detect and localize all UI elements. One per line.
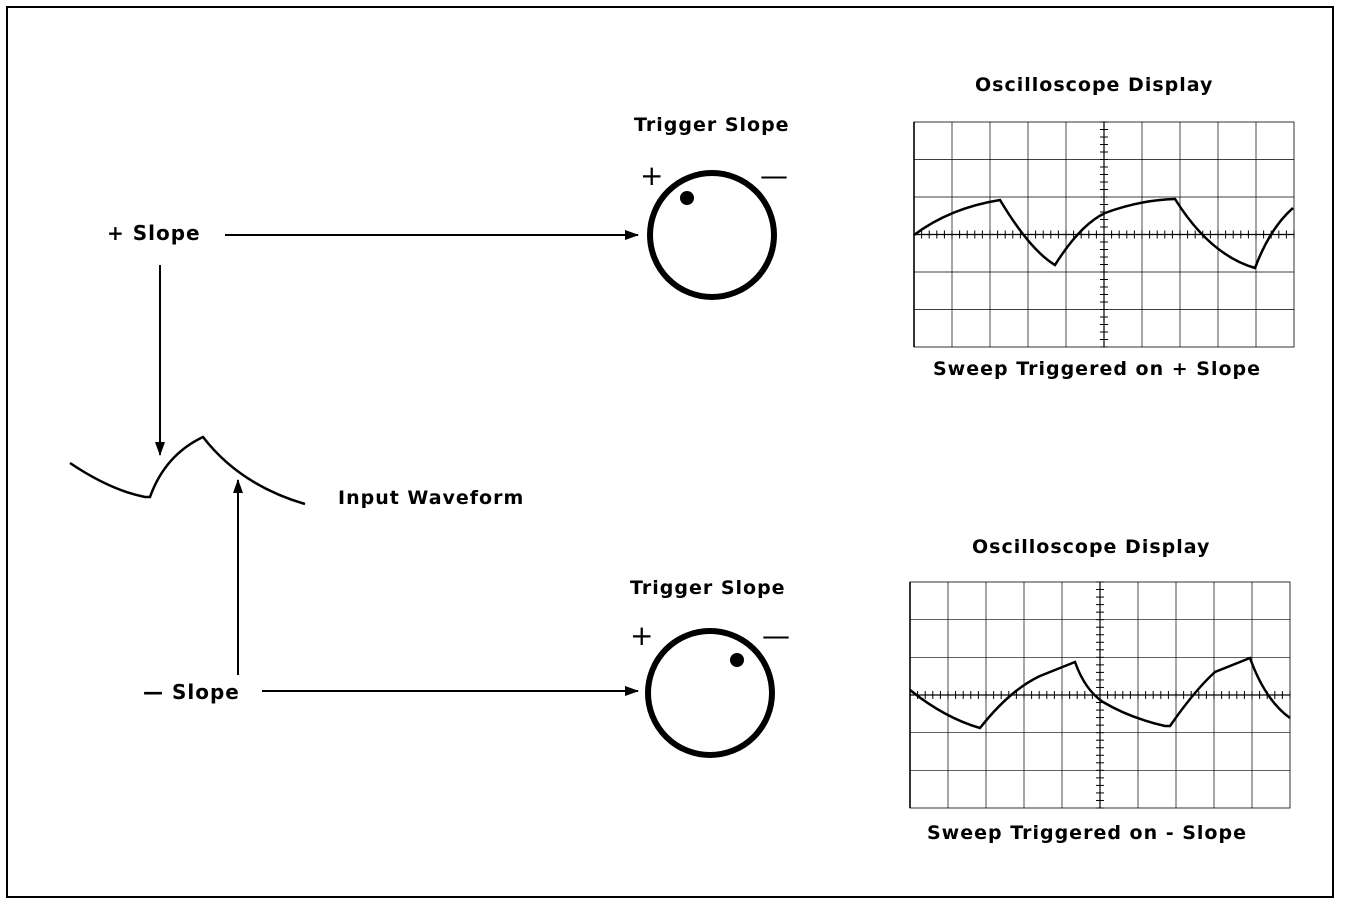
plus-slope-label: + Slope [107,221,201,245]
knob-bottom-minus-sign: — [762,619,790,652]
scope-title-bottom: Oscilloscope Display [972,536,1211,558]
scope-trace-minus-slope [909,656,1291,730]
trigger-slope-title-bottom: Trigger Slope [630,577,786,599]
scope-caption-top: Sweep Triggered on + Slope [933,358,1262,380]
scope-caption-bottom: Sweep Triggered on - Slope [927,822,1247,844]
trigger-slope-title-top: Trigger Slope [634,114,790,136]
input-waveform-label: Input Waveform [338,487,525,509]
knob-bottom [645,628,775,758]
diagram-frame [6,6,1334,898]
input-waveform [69,435,306,506]
scope-trace-plus-slope [913,197,1294,270]
knob-top-plus-sign: + [640,159,664,192]
scope-grid-top [913,121,1295,348]
knob-top [647,170,777,300]
knob-bottom-plus-sign: + [630,619,654,652]
scope-title-top: Oscilloscope Display [975,74,1214,96]
scope-grid-bottom [909,581,1291,809]
minus-slope-label: — Slope [143,680,240,704]
knob-top-minus-sign: — [760,159,788,192]
knob-top-indicator-dot [680,191,694,205]
knob-bottom-indicator-dot [730,653,744,667]
